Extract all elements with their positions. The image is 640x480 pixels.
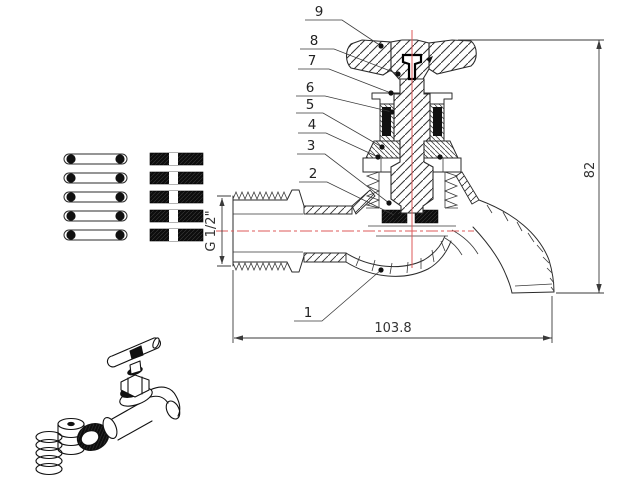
washer-section xyxy=(149,209,204,223)
inlet-thread xyxy=(232,189,305,273)
callout-9: 9 xyxy=(305,4,384,49)
dimension-height-label: 82 xyxy=(583,162,598,179)
dimension-thread: G 1/2" xyxy=(204,195,231,267)
callout-8-label: 8 xyxy=(310,33,319,49)
o-ring xyxy=(63,191,128,203)
dimension-82: 82 xyxy=(458,39,604,294)
washer-section xyxy=(149,228,204,242)
callout-3-label: 3 xyxy=(307,138,316,154)
packing-right xyxy=(433,107,442,136)
callout-4-label: 4 xyxy=(308,117,317,133)
spout xyxy=(444,199,555,294)
dimension-thread-label: G 1/2" xyxy=(204,210,219,251)
callout-3: 3 xyxy=(297,138,392,206)
callout-5-label: 5 xyxy=(306,97,315,113)
o-ring xyxy=(63,172,128,184)
callout-2-label: 2 xyxy=(309,166,318,182)
spring-3d xyxy=(35,430,63,476)
callout-7-label: 7 xyxy=(308,53,317,69)
centerlines xyxy=(216,30,474,268)
packing-left xyxy=(382,107,391,136)
o-ring xyxy=(63,229,128,241)
washer-section xyxy=(149,152,204,166)
callout-6: 6 xyxy=(296,80,395,115)
o-ring xyxy=(63,210,128,222)
cross-section-view xyxy=(216,30,555,294)
dimension-103-8: 103.8 xyxy=(232,270,553,343)
callout-1: 1 xyxy=(294,267,384,322)
callout-2: 2 xyxy=(299,166,399,219)
callout-7: 7 xyxy=(298,53,394,96)
tap-body-3d xyxy=(76,360,181,452)
handle xyxy=(345,39,477,81)
washer-section xyxy=(149,171,204,185)
callout-8: 8 xyxy=(300,33,401,77)
callout-1-label: 1 xyxy=(304,305,313,321)
o-ring xyxy=(63,153,128,165)
dimension-length-label: 103.8 xyxy=(374,321,411,336)
callout-4: 4 xyxy=(298,117,443,160)
spout-mouth-3d xyxy=(165,400,181,420)
t-handle-3d xyxy=(106,337,162,368)
screw-arrow xyxy=(426,56,433,63)
callout-6-label: 6 xyxy=(306,80,315,96)
isometric-view xyxy=(35,337,181,476)
body-walls xyxy=(303,171,480,277)
spare-o-rings xyxy=(63,153,128,241)
callout-9-label: 9 xyxy=(315,4,324,20)
callout-5: 5 xyxy=(296,97,385,150)
washer-section xyxy=(149,190,204,204)
spare-washers xyxy=(149,152,204,242)
callouts: 9 8 7 6 5 4 3 2 xyxy=(294,4,443,322)
